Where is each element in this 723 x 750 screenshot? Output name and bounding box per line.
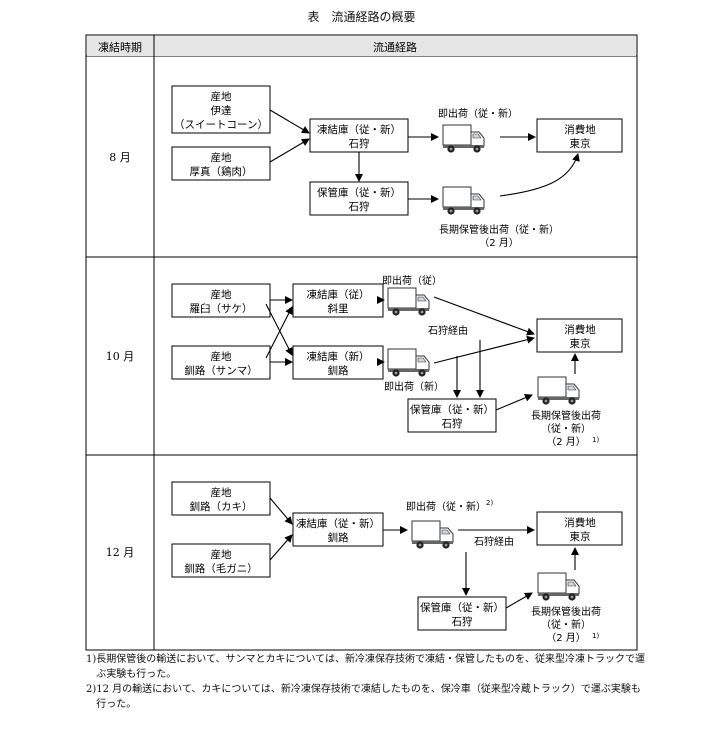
aug-truck-longterm-icon	[442, 186, 485, 216]
footnotes: 1) 長期保管後の輸送において、サンマとカキについては、新冷凍保存技術で凍結・保…	[86, 652, 646, 712]
dec-destination-tokyo: 消費地 東京	[536, 511, 623, 546]
aug-destination-tokyo: 消費地 東京	[536, 118, 623, 153]
svg-text:東京: 東京	[570, 137, 591, 150]
oct-truck-kushiro-icon	[387, 348, 430, 378]
dec-truck-longterm-icon	[537, 572, 580, 602]
oct-freezer-shari: 凍結庫（従） 斜里	[292, 283, 384, 318]
dec-ship-longterm-month: （2 月）	[546, 632, 586, 644]
svg-text:（スイートコーン）: （スイートコーン）	[174, 119, 268, 131]
dec-arrows	[269, 497, 579, 609]
footnote-2: 2) 12 月の輸送において、カキについては、新冷凍保存技術で凍結したものを、保…	[86, 682, 646, 712]
svg-text:石狩: 石狩	[452, 615, 473, 628]
dec-footnote-ref-2: 2)	[486, 499, 493, 507]
svg-text:釧路: 釧路	[328, 364, 349, 377]
svg-text:釧路（毛ガニ）: 釧路（毛ガニ）	[184, 562, 258, 575]
oct-storage-ishikari: 保管庫（従・新） 石狩	[407, 398, 497, 433]
aug-ship-longterm-month: （2 月）	[479, 237, 519, 249]
oct-destination-tokyo: 消費地 東京	[536, 318, 623, 353]
svg-text:産地: 産地	[211, 151, 232, 164]
oct-truck-shari-icon	[387, 287, 430, 317]
oct-ship-longterm-month: （2 月）	[546, 436, 586, 448]
aug-origin-atsuma: 産地 厚真（鶏肉）	[171, 146, 271, 181]
aug-arrows	[269, 109, 580, 203]
oct-origin-rausu: 産地 羅臼（サケ）	[171, 283, 271, 318]
oct-via-ishikari-label: 石狩経由	[428, 324, 468, 337]
svg-text:釧路: 釧路	[328, 531, 349, 544]
table-title: 表 流通経路の概要	[307, 10, 416, 24]
dec-freezer-kushiro: 凍結庫（従・新） 釧路	[292, 512, 384, 547]
svg-text:伊達: 伊達	[211, 105, 232, 117]
dec-storage-ishikari: 保管庫（従・新） 石狩	[417, 596, 507, 631]
oct-freezer-kushiro: 凍結庫（新） 釧路	[292, 345, 384, 380]
dec-truck-immediate-icon	[411, 520, 454, 550]
dec-ship-longterm-label: 長期保管後出荷	[531, 605, 601, 618]
footnote-1-text: 長期保管後の輸送において、サンマとカキについては、新冷凍保存技術で凍結・保管した…	[96, 654, 645, 680]
header-freeze-period: 凍結時期	[98, 40, 142, 54]
aug-truck-immediate-icon	[442, 124, 485, 154]
footnote-2-text: 12 月の輸送において、カキについては、新冷凍保存技術で凍結したものを、保冷車（…	[96, 684, 641, 710]
month-label-december: 12 月	[106, 546, 135, 559]
svg-text:保管庫（従・新）: 保管庫（従・新）	[420, 601, 504, 614]
oct-origin-kushiro: 産地 釧路（サンマ）	[171, 345, 271, 380]
dec-footnote-ref-1: 1)	[592, 632, 599, 640]
oct-truck-longterm-icon	[537, 376, 580, 406]
svg-text:凍結庫（従・新）: 凍結庫（従・新）	[296, 517, 380, 530]
footnote-1-number: 1)	[86, 654, 97, 665]
svg-text:凍結庫（新）: 凍結庫（新）	[307, 350, 370, 363]
svg-text:石狩: 石狩	[349, 200, 370, 213]
oct-ship-longterm-label: 長期保管後出荷	[531, 409, 601, 422]
aug-origin-date: 産地 伊達 （スイートコーン）	[171, 85, 271, 134]
oct-ship-immediate-conventional-label: 即出荷（従）	[382, 274, 442, 287]
svg-text:凍結庫（従・新）: 凍結庫（従・新）	[317, 123, 401, 136]
svg-text:石狩: 石狩	[442, 417, 463, 430]
svg-text:石狩: 石狩	[349, 137, 370, 150]
aug-storage-ishikari: 保管庫（従・新） 石狩	[309, 181, 409, 216]
svg-text:消費地: 消費地	[564, 323, 596, 336]
svg-text:釧路（サンマ）: 釧路（サンマ）	[184, 364, 258, 377]
oct-arrows	[265, 296, 579, 411]
svg-text:凍結庫（従）: 凍結庫（従）	[307, 288, 370, 301]
svg-text:産地: 産地	[211, 90, 232, 103]
svg-text:保管庫（従・新）: 保管庫（従・新）	[410, 403, 494, 416]
dec-via-ishikari-label: 石狩経由	[474, 535, 514, 548]
svg-text:保管庫（従・新）: 保管庫（従・新）	[317, 186, 401, 199]
svg-text:産地: 産地	[211, 288, 232, 301]
dec-origin-kushiro-crab: 産地 釧路（毛ガニ）	[171, 543, 271, 578]
month-label-october: 10 月	[106, 350, 135, 363]
dec-ship-longterm-type: （従・新）	[541, 618, 591, 631]
aug-ship-longterm-label: 長期保管後出荷（従・新）	[439, 223, 559, 236]
svg-text:産地: 産地	[211, 350, 232, 363]
svg-text:斜里: 斜里	[328, 302, 349, 315]
aug-ship-immediate-label: 即出荷（従・新）	[438, 107, 518, 120]
aug-freezer-ishikari: 凍結庫（従・新） 石狩	[309, 118, 409, 153]
svg-text:釧路（カキ）: 釧路（カキ）	[190, 500, 253, 513]
header-route: 流通経路	[373, 40, 417, 54]
header-background	[87, 36, 636, 56]
svg-text:産地: 産地	[211, 548, 232, 561]
svg-text:消費地: 消費地	[564, 123, 596, 136]
svg-text:産地: 産地	[211, 486, 232, 499]
svg-text:羅臼（サケ）: 羅臼（サケ）	[190, 302, 253, 315]
dec-ship-immediate-label: 即出荷（従・新）	[406, 500, 486, 513]
dec-origin-kushiro-oyster: 産地 釧路（カキ）	[171, 481, 271, 516]
svg-text:消費地: 消費地	[564, 516, 596, 529]
month-label-august: 8 月	[109, 151, 131, 164]
oct-footnote-ref-1: 1)	[592, 436, 599, 444]
svg-text:厚真（鶏肉）: 厚真（鶏肉）	[190, 165, 253, 178]
footnote-2-number: 2)	[86, 684, 97, 695]
oct-ship-longterm-type: （従・新）	[541, 422, 591, 435]
oct-ship-immediate-new-label: 即出荷（新）	[384, 380, 444, 393]
svg-text:東京: 東京	[570, 530, 591, 543]
footnote-1: 1) 長期保管後の輸送において、サンマとカキについては、新冷凍保存技術で凍結・保…	[86, 652, 646, 682]
svg-text:東京: 東京	[570, 337, 591, 350]
